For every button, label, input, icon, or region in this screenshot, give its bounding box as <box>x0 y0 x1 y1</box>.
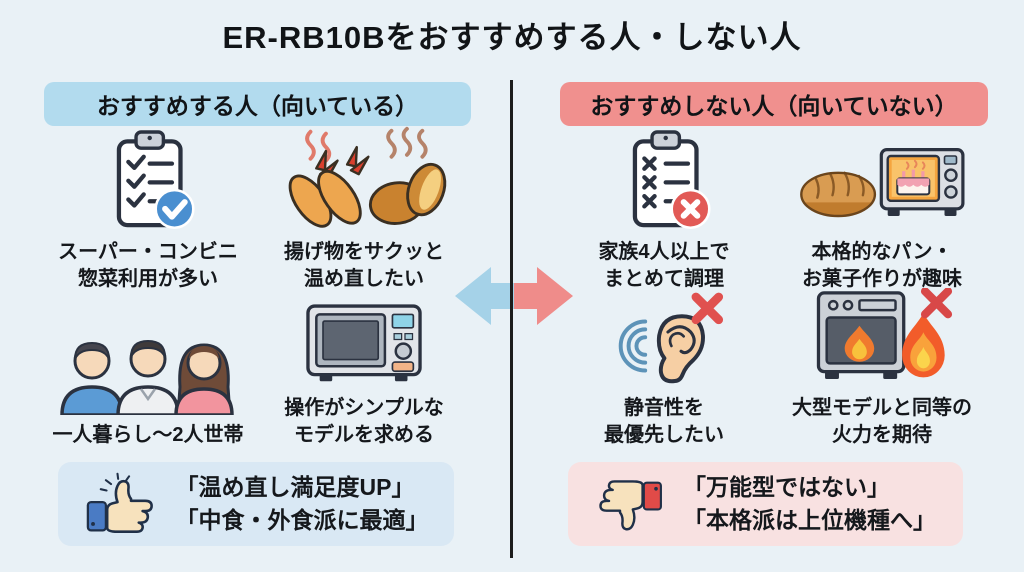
not-recommended-item-quiet: 静音性を 最優先したい <box>556 292 772 448</box>
not-recommended-summary-text: 「万能型ではない」 「本格派は上位機種へ」 <box>683 473 936 533</box>
oven-fire-cross-icon <box>798 288 966 388</box>
not-recommended-header: おすすめしない人（向いていない） <box>560 82 988 126</box>
recommended-item-fried-food: 揚げ物をサクッと 温め直したい <box>256 127 472 292</box>
item-caption: 本格的なパン・ お菓子作りが趣味 <box>802 241 962 290</box>
center-divider <box>510 80 513 558</box>
recommended-item-deli: スーパー・コンビニ 惣菜利用が多い <box>40 130 256 292</box>
not-recommended-summary-box: 「万能型ではない」 「本格派は上位機種へ」 <box>568 462 963 546</box>
fried-food-steam-icon <box>277 124 452 232</box>
clipboard-cross-icon <box>614 126 714 232</box>
item-caption: 操作がシンプルな モデルを求める <box>284 397 444 446</box>
not-recommended-item-baking: 本格的なパン・ お菓子作りが趣味 <box>774 140 990 292</box>
item-caption: 静音性を 最優先したい <box>604 397 724 446</box>
recommended-item-household: 一人暮らし〜2人世帯 <box>40 300 256 448</box>
recommended-summary-text: 「温め直し満足度UP」 「中食・外食派に最適」 <box>175 473 429 533</box>
item-caption: スーパー・コンビニ 惣菜利用が多い <box>58 241 238 290</box>
page-title: ER-RB10Bをおすすめする人・しない人 <box>222 20 802 55</box>
thumbs-down-icon <box>595 473 667 535</box>
recommended-summary-box: 「温め直し満足度UP」 「中食・外食派に最適」 <box>58 462 454 546</box>
bread-oven-icon <box>780 132 985 232</box>
left-right-arrow-icon <box>455 267 573 325</box>
item-caption: 一人暮らし〜2人世帯 <box>52 423 244 446</box>
simple-microwave-icon <box>285 296 443 388</box>
not-recommended-item-power: 大型モデルと同等の 火力を期待 <box>774 288 990 448</box>
people-household-icon <box>52 325 244 415</box>
item-caption: 揚げ物をサクッと 温め直したい <box>284 241 444 290</box>
clipboard-check-icon <box>98 126 198 232</box>
recommended-header: おすすめする人（向いている） <box>44 82 471 126</box>
recommended-item-simple-model: 操作がシンプルな モデルを求める <box>256 300 472 448</box>
item-caption: 家族4人以上で まとめて調理 <box>598 241 730 290</box>
ear-noise-cross-icon <box>600 290 728 388</box>
thumbs-up-icon <box>84 472 160 536</box>
not-recommended-item-family: 家族4人以上で まとめて調理 <box>556 130 772 292</box>
item-caption: 大型モデルと同等の 火力を期待 <box>792 397 972 446</box>
